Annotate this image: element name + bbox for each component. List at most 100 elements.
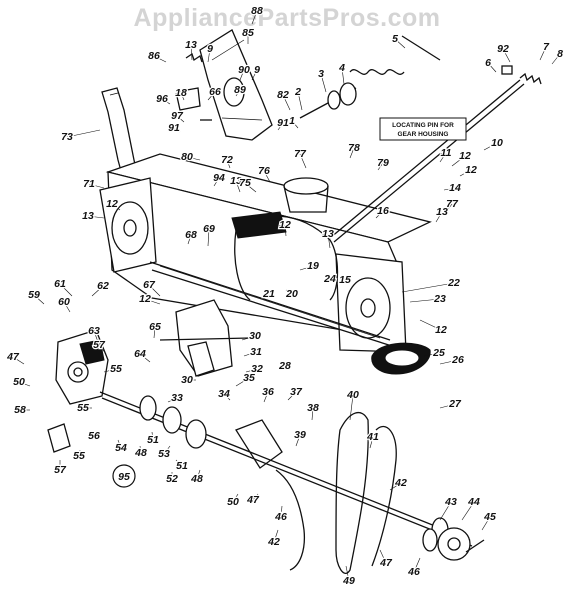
leader-line: [502, 48, 511, 63]
leader-line: [439, 152, 447, 163]
part-number-label: 23: [433, 293, 446, 305]
part-number-label: 16: [377, 205, 389, 217]
part-number-label: 2: [294, 86, 301, 98]
leader-line: [139, 445, 142, 454]
leader-line: [18, 381, 31, 387]
part-number-label: 92: [497, 43, 509, 55]
leader-line: [151, 431, 154, 441]
part-number-label: 45: [483, 511, 496, 523]
part-number-label: 30: [249, 330, 261, 342]
leader-line: [282, 94, 291, 111]
leader-line: [379, 549, 387, 564]
leader-line: [235, 89, 241, 97]
leader-line: [139, 353, 151, 363]
leader-line: [148, 284, 161, 297]
part-number-label: 96: [156, 93, 168, 105]
part-number-label: 3: [318, 68, 324, 80]
part-number-label: 80: [181, 151, 193, 163]
part-number-label: 59: [28, 289, 40, 301]
part-number-label: 41: [366, 431, 379, 443]
part-number-label: 68: [185, 229, 197, 241]
leader-line: [280, 505, 283, 518]
chute-deflector-part: [199, 29, 273, 141]
part-number-label: 12: [279, 219, 291, 231]
part-number-label: 12: [106, 198, 118, 210]
leader-line: [163, 445, 171, 455]
leader-line: [413, 557, 421, 573]
part-number-label: 37: [290, 386, 303, 398]
leader-line: [186, 156, 201, 161]
leader-line: [88, 183, 105, 189]
leader-line: [284, 361, 289, 367]
part-number-label: 42: [267, 536, 280, 548]
leader-line: [487, 62, 497, 73]
part-number-label: 46: [274, 511, 287, 523]
leader-line: [287, 391, 297, 401]
leader-line: [277, 122, 284, 131]
part-number-label: 71: [83, 178, 95, 190]
leader-line: [207, 91, 216, 101]
skid-shoe-part: [371, 342, 431, 375]
auger-housing-part: [99, 153, 432, 353]
part-number-label: 28: [278, 360, 291, 372]
leader-line: [161, 98, 171, 105]
part-number-label: 54: [115, 442, 127, 454]
leader-line: [265, 289, 270, 295]
leader-line: [153, 326, 156, 339]
part-number-label: 12: [139, 293, 151, 305]
part-number-label: 14: [449, 182, 461, 194]
part-number-label: 52: [166, 473, 178, 485]
part-number-label: 77: [446, 198, 459, 210]
leader-line: [91, 431, 95, 437]
part-number-label: 35: [243, 372, 255, 384]
part-number-label: 24: [323, 273, 336, 285]
leader-line: [245, 368, 258, 373]
part-number-label: 53: [158, 448, 170, 460]
impeller-part: [159, 299, 251, 377]
leader-line: [439, 501, 452, 521]
leader-line: [153, 55, 167, 63]
part-number-label: 55: [77, 402, 89, 414]
leader-line: [539, 46, 547, 61]
leader-line: [409, 298, 441, 303]
leader-line: [223, 393, 231, 401]
leader-line: [207, 48, 211, 63]
locating-pin-callout: LOCATING PIN FOR GEAR HOUSING: [379, 117, 467, 141]
part-number-label: 7: [543, 41, 550, 53]
part-number-label: 88: [251, 5, 263, 17]
part-number-label: 22: [447, 277, 460, 289]
part-number-label: 13: [436, 206, 448, 218]
leader-line: [401, 282, 455, 293]
part-number-label: 43: [444, 496, 457, 508]
leader-line: [273, 529, 279, 543]
part-number-label: 12: [465, 164, 477, 176]
part-number-label: 38: [307, 402, 319, 414]
part-number-label: 4: [338, 62, 345, 74]
part-number-label: 75: [239, 177, 251, 189]
leader-line: [443, 187, 456, 191]
leader-line: [241, 335, 256, 341]
leader-line: [394, 38, 406, 49]
chute-crank-part: [299, 35, 542, 243]
leader-line: [349, 394, 354, 421]
leader-line: [196, 469, 201, 480]
leader-line: [167, 397, 178, 403]
leader-line: [180, 92, 185, 101]
callout-line-2: GEAR HOUSING: [398, 131, 449, 138]
part-number-label: 56: [88, 430, 100, 442]
leader-line: [483, 142, 498, 151]
leader-line: [98, 344, 107, 355]
part-number-label: 6: [485, 57, 491, 69]
leader-line: [59, 283, 73, 297]
leader-line: [111, 203, 121, 211]
part-number-label: 64: [134, 348, 146, 360]
leader-line: [439, 359, 459, 365]
part-number-label: 46: [407, 566, 420, 578]
part-number-label: 51: [147, 434, 159, 446]
part-number-label: 13: [230, 175, 242, 187]
part-number-label: 32: [251, 363, 263, 375]
leader-line: [173, 127, 181, 133]
part-number-label: 62: [97, 280, 109, 292]
